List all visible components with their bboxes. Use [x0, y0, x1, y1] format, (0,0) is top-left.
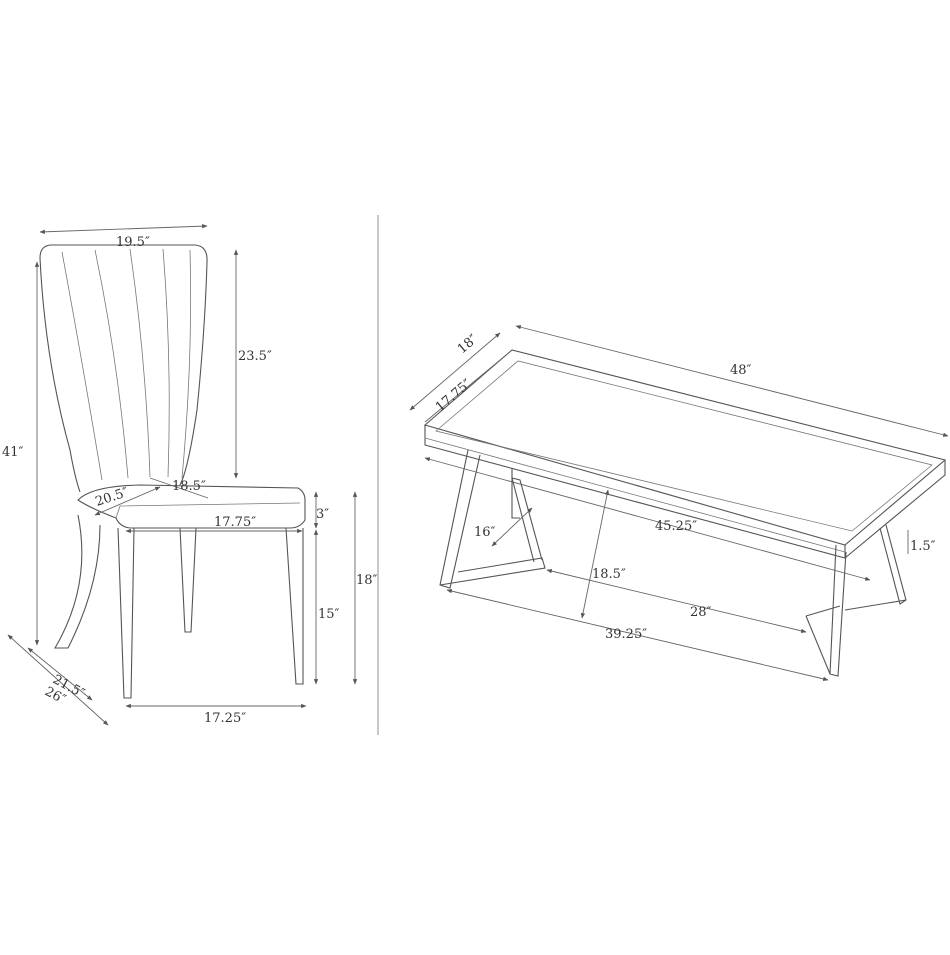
chair-back-channel	[129, 248, 151, 478]
chair-drawing: 19.5″ 23.5″ 41″ 18.5″ 20.5″ 17.75″ 3″ 18…	[2, 224, 378, 726]
table-length-label: 48″	[730, 363, 752, 378]
chair-seat-front-label: 17.75″	[214, 515, 256, 530]
dim-chair-seat-inner	[149, 477, 209, 499]
table-top-thickness-label: 1.5″	[910, 539, 936, 554]
table-base-inner-label: 28″	[690, 605, 712, 620]
table-top-front-face	[424, 425, 946, 559]
chair-seat-edge	[115, 502, 301, 519]
table-inner-length-label: 45.25″	[655, 519, 697, 534]
dim-table-inner-depth	[424, 355, 506, 423]
dim-chair-width-top	[39, 224, 208, 234]
dim-table-length	[515, 325, 949, 437]
chair-back-channel	[94, 249, 129, 479]
dim-table-inner-length	[424, 457, 871, 581]
dim-table-top-depth	[409, 332, 501, 411]
chair-back-leg	[54, 514, 101, 649]
chair-width-top-label: 19.5″	[116, 235, 150, 250]
chair-back-leg	[179, 527, 197, 633]
chair-front-leg	[285, 527, 304, 685]
dim-chair-depth-total	[7, 634, 109, 726]
chair-cushion-label: 3″	[316, 507, 329, 522]
table-drawing: 18″ 17.75″ 48″ 45.25″ 16″ 1.5″ 18.5″ 28″…	[409, 325, 949, 681]
dim-chair-seat-side	[94, 486, 161, 516]
table-left-leg	[439, 449, 546, 589]
chair-back-channel	[162, 248, 170, 478]
dim-table-leg-spread	[491, 507, 533, 547]
chair-backrest	[39, 244, 208, 493]
dim-table-base-length	[446, 589, 829, 681]
chair-base-width-label: 17.25″	[204, 711, 246, 726]
table-top-depth-label: 18″	[455, 332, 481, 357]
table-height-label: 18.5″	[592, 567, 626, 582]
table-right-leg	[805, 524, 907, 677]
chair-back-channel	[181, 249, 192, 479]
chair-seat-height-label: 18″	[356, 573, 378, 588]
chair-seat-inner-label: 18.5″	[172, 479, 206, 494]
chair-front-leg	[117, 527, 135, 699]
table-leg-spread-label: 16″	[474, 525, 496, 540]
chair-total-height-label: 41″	[2, 445, 24, 460]
table-inner-depth-label: 17.75″	[433, 376, 475, 415]
chair-back-height-label: 23.5″	[238, 349, 272, 364]
chair-back-channel	[61, 251, 103, 481]
table-base-length-label: 39.25″	[605, 627, 647, 642]
chair-leg-height-label: 15″	[318, 607, 340, 622]
table-top-inner	[435, 360, 933, 532]
dim-table-height	[580, 489, 610, 619]
